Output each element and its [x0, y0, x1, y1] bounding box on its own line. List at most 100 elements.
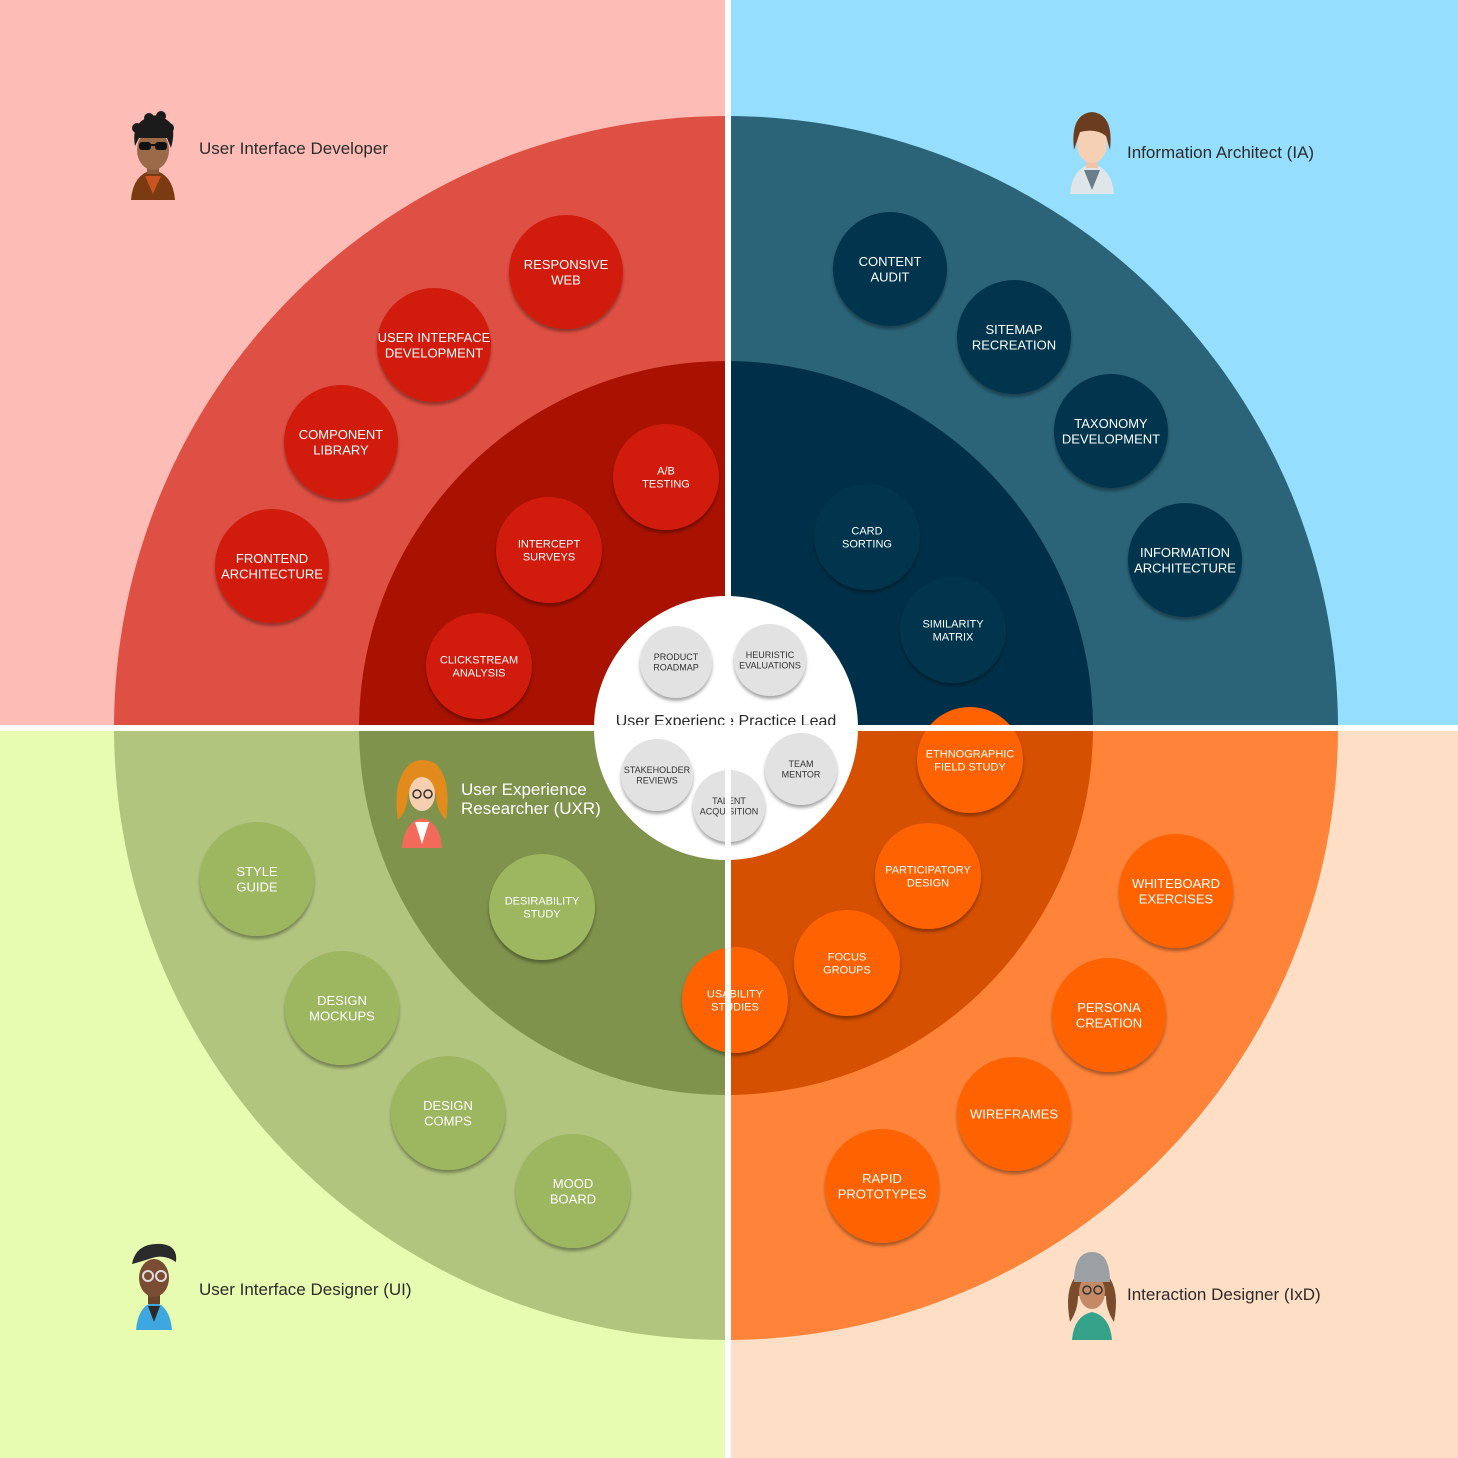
skill-bubble-circle	[825, 1129, 939, 1243]
skill-bubble-circle	[682, 947, 788, 1053]
skill-bubble-label: PERSONA	[1077, 1000, 1141, 1015]
skill-bubble-circle	[917, 707, 1023, 813]
skill-bubble-circle	[875, 823, 981, 929]
role-label-ui-designer: User Interface Designer (UI)	[199, 1280, 412, 1299]
skill-bubble-circle	[1052, 958, 1166, 1072]
skill-bubble-circle	[377, 288, 491, 402]
skill-bubble-label: TAXONOMY	[1074, 416, 1148, 431]
skill-bubble-label: MOCKUPS	[309, 1008, 375, 1023]
ux-researcher-avatar-icon	[396, 760, 448, 848]
skill-bubble-label: PARTICIPATORY	[885, 864, 971, 876]
skill-bubble-label: SIMILARITY	[922, 618, 984, 630]
skill-bubble-circle	[957, 1057, 1071, 1171]
skill-bubble-circle	[215, 509, 329, 623]
skill-bubble-label: WIREFRAMES	[970, 1107, 1058, 1122]
user-interface-developer-avatar-icon	[131, 111, 175, 200]
skill-bubble-label: PROTOTYPES	[838, 1186, 927, 1201]
skill-bubble-circle	[640, 626, 712, 698]
skill-bubble-label: DEVELOPMENT	[1062, 431, 1160, 446]
information-architect-avatar-icon	[1070, 112, 1114, 194]
skill-bubble-label: DEVELOPMENT	[385, 345, 483, 360]
skill-bubble-label: USABILITY	[707, 988, 764, 1000]
skill-bubble-label: AUDIT	[871, 269, 910, 284]
skill-bubble-label: ROADMAP	[653, 663, 699, 673]
horizontal-divider	[0, 725, 1458, 731]
skill-bubble-label: MATRIX	[933, 631, 974, 643]
skill-bubble-label: CONTENT	[859, 254, 922, 269]
role-label-information-architect: Information Architect (IA)	[1127, 143, 1314, 162]
role-label-ui-developer: User Interface Developer	[199, 139, 388, 158]
skill-bubble-label: COMPS	[424, 1113, 472, 1128]
skill-bubble-circle	[496, 497, 602, 603]
skill-bubble-label: DESIGN	[907, 877, 949, 889]
skill-bubble-label: WHITEBOARD	[1132, 876, 1220, 891]
skill-bubble-label: STYLE	[236, 864, 278, 879]
skill-bubble-label: GROUPS	[823, 964, 871, 976]
skill-bubble-label: ARCHITECTURE	[221, 566, 323, 581]
skill-bubble-label: MENTOR	[782, 770, 821, 780]
skill-bubble-label: FOCUS	[828, 951, 867, 963]
skill-bubble-circle	[489, 854, 595, 960]
skill-bubble-circle	[833, 212, 947, 326]
skill-bubble-label: SURVEYS	[523, 551, 575, 563]
role-label-ux-researcher-line1: User Experience	[461, 780, 587, 799]
skill-bubble-label: LIBRARY	[313, 442, 369, 457]
skill-bubble-label: ETHNOGRAPHIC	[926, 748, 1015, 760]
skill-bubble-wireframes: WIREFRAMES	[957, 1057, 1071, 1171]
skill-bubble-label: RAPID	[862, 1171, 902, 1186]
skill-bubble-label: DESIGN	[317, 993, 367, 1008]
role-label-ux-researcher-line2: Researcher (UXR)	[461, 799, 601, 818]
skill-bubble-label: TEAM	[788, 759, 813, 769]
skill-bubble-label: STUDY	[523, 908, 561, 920]
skill-bubble-label: ANALYSIS	[453, 667, 506, 679]
skill-bubble-circle	[426, 613, 532, 719]
skill-bubble-circle	[1054, 374, 1168, 488]
skill-bubble-circle	[284, 385, 398, 499]
skill-bubble-circle	[765, 733, 837, 805]
skill-bubble-label: FIELD STUDY	[934, 761, 1006, 773]
skill-bubble-label: STAKEHOLDER	[624, 765, 691, 775]
skill-bubble-circle	[734, 624, 806, 696]
role-label-interaction-designer: Interaction Designer (IxD)	[1127, 1285, 1321, 1304]
skill-bubble-circle	[285, 951, 399, 1065]
skill-bubble-circle	[613, 424, 719, 530]
skill-bubble-label: USER INTERFACE	[378, 330, 491, 345]
skill-bubble-label: STUDIES	[711, 1001, 759, 1013]
skill-bubble-label: CLICKSTREAM	[440, 654, 518, 666]
skill-bubble-circle	[391, 1056, 505, 1170]
skill-bubble-label: INTERCEPT	[518, 538, 581, 550]
skill-bubble-circle	[814, 484, 920, 590]
skill-bubble-circle	[794, 910, 900, 1016]
skill-bubble-label: CARD	[851, 525, 882, 537]
skill-bubble-label: BOARD	[550, 1191, 596, 1206]
skill-bubble-label: SITEMAP	[985, 322, 1042, 337]
